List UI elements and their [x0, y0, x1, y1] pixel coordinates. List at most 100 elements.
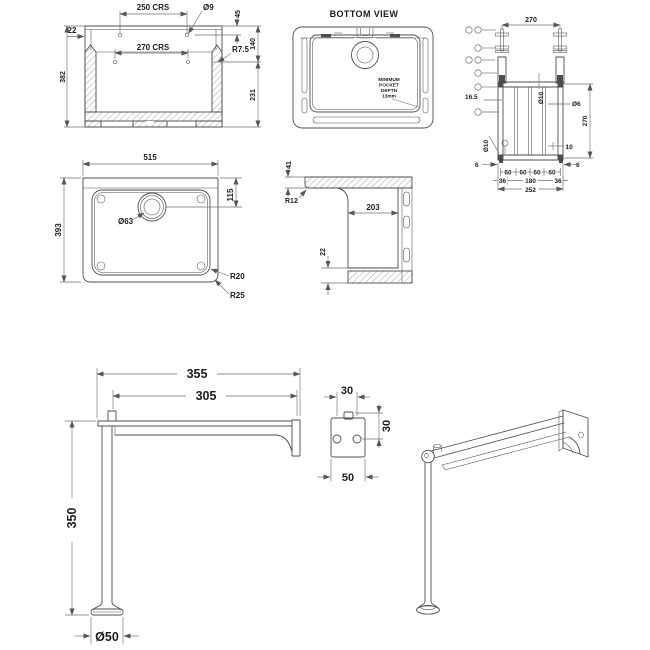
screw-hole	[578, 431, 584, 439]
pocket-slot	[312, 116, 421, 124]
dim-dia10-bottom: Ø10	[483, 139, 490, 152]
pocket-slot	[403, 191, 410, 207]
section-outline	[304, 176, 413, 284]
pocket-slot	[422, 97, 429, 114]
leg-side-view: 355 305 350 Ø50	[65, 367, 301, 644]
dim-36-right: 36	[554, 178, 562, 185]
part-callout-icon	[474, 26, 482, 34]
dim-115: 115	[226, 188, 235, 201]
bracket-plate-view: 30 30 50	[317, 385, 393, 484]
hanger-pin-left	[495, 25, 509, 84]
tap-hole	[185, 33, 189, 37]
tap-hole	[118, 33, 122, 37]
part-callout-icon	[474, 83, 482, 91]
part-callout-icon	[465, 26, 473, 34]
iso-arm	[421, 415, 581, 471]
dim-dia63: Ø63	[118, 217, 134, 226]
part-callout-icon	[474, 69, 482, 77]
dim-22: 22	[68, 26, 77, 35]
dim-30-right: 30	[381, 420, 393, 432]
note-line-3: DEPTH	[381, 88, 398, 94]
corner-lug	[96, 194, 106, 204]
pocket-slot	[301, 37, 308, 94]
rack-view: 270 16.5 Ø10 Ø6 270 Ø10 10 6 6	[465, 17, 593, 194]
pocket-slot	[403, 247, 410, 263]
dim-270-top: 270	[525, 17, 537, 24]
dim-r20: R20	[230, 272, 245, 281]
part-callouts	[465, 26, 509, 154]
corner-lug	[96, 261, 106, 271]
dim-60-4: 60	[548, 170, 556, 177]
dim-180: 180	[525, 178, 536, 185]
clip-slot	[390, 34, 400, 38]
front-dimensions: 250 CRS Ø9 22 270 CRS R7.5 45 140 231	[60, 3, 261, 128]
dim-r12: R12	[285, 198, 298, 205]
iso-wall-plate	[558, 409, 589, 458]
locating-pin	[107, 410, 117, 422]
part-callout-icon	[465, 56, 473, 64]
dim-r25: R25	[230, 291, 245, 300]
section-detail-view: 41 R12 203 22	[285, 161, 413, 295]
dim-50: 50	[342, 472, 354, 484]
fixing-hole	[113, 60, 117, 64]
note-line-2: POCKET	[379, 83, 399, 89]
fixing-hole	[186, 60, 190, 64]
dim-252: 252	[525, 187, 536, 194]
pocket-slot	[403, 215, 410, 229]
dim-355: 355	[187, 367, 208, 381]
dim-16-5: 16.5	[465, 94, 478, 101]
dim-231: 231	[250, 89, 257, 101]
hanger-pin-right	[553, 25, 567, 84]
frame-foot	[559, 160, 563, 163]
pocket-depth-note: MINIMUM POCKET DEPTH 13mm	[378, 77, 420, 108]
clip-slot	[321, 34, 331, 38]
leg-base-plate	[90, 608, 124, 616]
section-dimensions: 41 R12 203 22	[285, 161, 399, 295]
leg-base-disc	[416, 605, 440, 615]
sink-front-outline	[84, 25, 223, 128]
dim-45: 45	[235, 10, 242, 18]
dim-6-right: 6	[576, 162, 580, 169]
note-line-1: MINIMUM	[378, 77, 400, 83]
plate-dimensions: 30 30 50	[317, 385, 393, 484]
view-title: BOTTOM VIEW	[330, 9, 399, 19]
dim-270-crs: 270 CRS	[137, 43, 170, 52]
wall-bracket-plate	[291, 419, 301, 457]
screw-hole	[352, 434, 362, 444]
dim-393: 393	[54, 223, 63, 237]
dim-dia10-top: Ø10	[538, 91, 545, 104]
isometric-leg-view	[416, 409, 589, 615]
arm-end-cap	[421, 449, 435, 464]
dim-36-left: 36	[499, 178, 507, 185]
leg-dimensions: 355 305 350 Ø50	[65, 367, 301, 644]
top-view: 515 393 115 Ø63 R20 R25	[54, 153, 245, 300]
drain-hole	[351, 41, 379, 69]
dim-60-3: 60	[533, 170, 541, 177]
dim-dia50: Ø50	[95, 630, 119, 644]
sink-top-outline	[82, 177, 219, 283]
sink-bottom-outline	[292, 26, 434, 129]
part-callout-icon	[474, 44, 482, 52]
dim-515: 515	[143, 153, 157, 162]
corner-lug	[196, 194, 206, 204]
pocket-slot	[301, 97, 308, 114]
dim-203: 203	[366, 203, 380, 212]
dim-10: 10	[566, 144, 574, 151]
dim-22-section: 22	[320, 248, 327, 256]
dim-140: 140	[250, 38, 257, 50]
leg-outline	[90, 410, 301, 616]
dim-r7-5: R7.5	[232, 45, 249, 54]
plate-tab	[343, 411, 354, 420]
pocket-slot	[422, 37, 429, 94]
dim-250-crs: 250 CRS	[137, 3, 170, 12]
dim-270-right: 270	[582, 115, 589, 126]
bottom-view: BOTTOM VIEW MINIMUM POCKET DEPTH 13	[292, 9, 434, 129]
dim-60-1: 60	[504, 170, 512, 177]
part-callout-icon	[474, 56, 482, 64]
dim-dia6: Ø6	[572, 101, 581, 108]
dim-dia9: Ø9	[203, 3, 214, 12]
top-view-dimensions: 515 393 115 Ø63 R20 R25	[54, 153, 245, 300]
dim-30-top: 30	[341, 385, 353, 397]
dim-41: 41	[286, 161, 293, 169]
